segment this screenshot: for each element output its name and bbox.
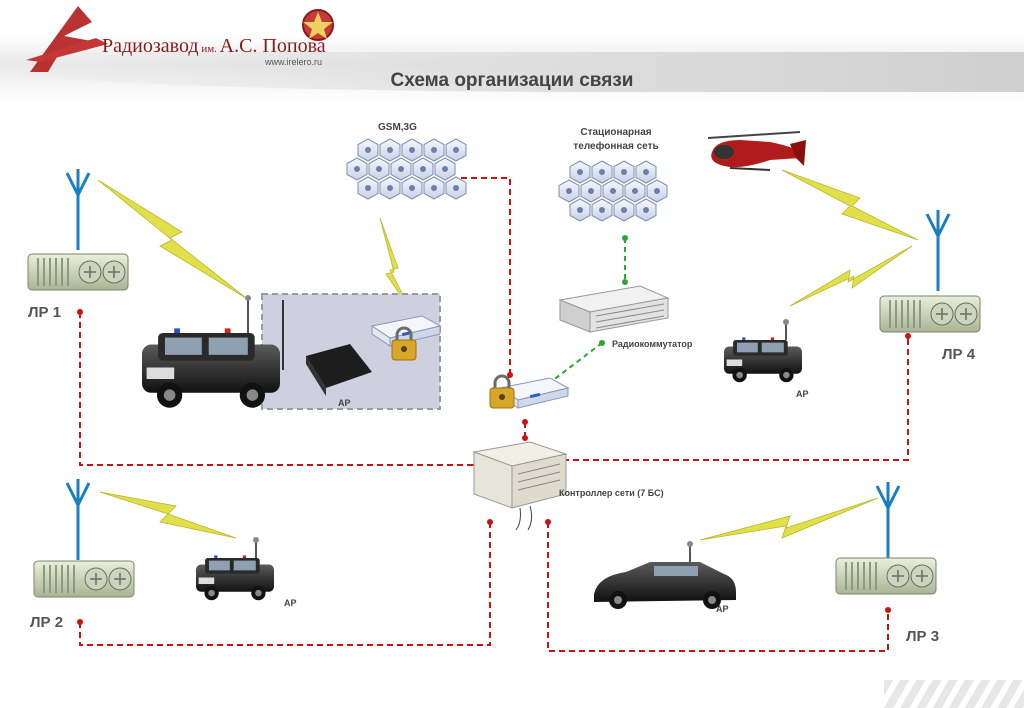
ap-label: АР [338, 398, 351, 408]
phone-network-cloud [558, 160, 668, 222]
suv-icon [196, 555, 274, 601]
radio-unit-icon [879, 295, 981, 333]
antenna-icon [65, 167, 91, 252]
radio-unit-icon [27, 253, 129, 291]
ap-label: АР [796, 389, 809, 399]
ap-label: АР [284, 598, 297, 608]
lock-icon [488, 374, 516, 410]
helicopter-icon [707, 131, 806, 171]
antenna-icon [925, 208, 951, 293]
phone-network-label-line1: Стационарная [580, 127, 652, 138]
lr3-label: ЛР 3 [906, 628, 940, 645]
sedan-icon [594, 562, 736, 609]
network-controller-icon [472, 441, 568, 531]
antenna-icon [875, 480, 901, 565]
suv-icon [724, 337, 802, 383]
brand-url[interactable]: www.irelero.ru [265, 57, 323, 67]
gsm-cloud [346, 138, 467, 200]
suv-icon [142, 328, 280, 408]
logo-star-icon [26, 6, 108, 72]
lr2-label: ЛР 2 [30, 614, 64, 631]
gsm-label: GSM,3G [378, 122, 417, 133]
brand-name: Радиозавод им. А.С. Попова [102, 35, 326, 57]
phone-network-label-line2: телефонная сеть [573, 141, 659, 152]
lan-links [547, 238, 626, 385]
emblem-icon [302, 9, 334, 41]
radio-unit-icon [835, 557, 937, 595]
terminal-device-icon [306, 344, 372, 396]
network-controller-label: Контроллер сети (7 БС) [559, 488, 664, 498]
page-title: Схема организации связи [390, 70, 634, 91]
lr1-label: ЛР 1 [28, 304, 62, 321]
ap-label: АР [716, 604, 729, 614]
radio-switch-label: Радиокоммутатор [612, 339, 693, 349]
footer-stripe [884, 680, 1024, 708]
radio-switch-icon [558, 285, 670, 333]
antenna-icon [65, 477, 91, 562]
lr4-label: ЛР 4 [942, 346, 976, 363]
radio-unit-icon [33, 560, 135, 598]
